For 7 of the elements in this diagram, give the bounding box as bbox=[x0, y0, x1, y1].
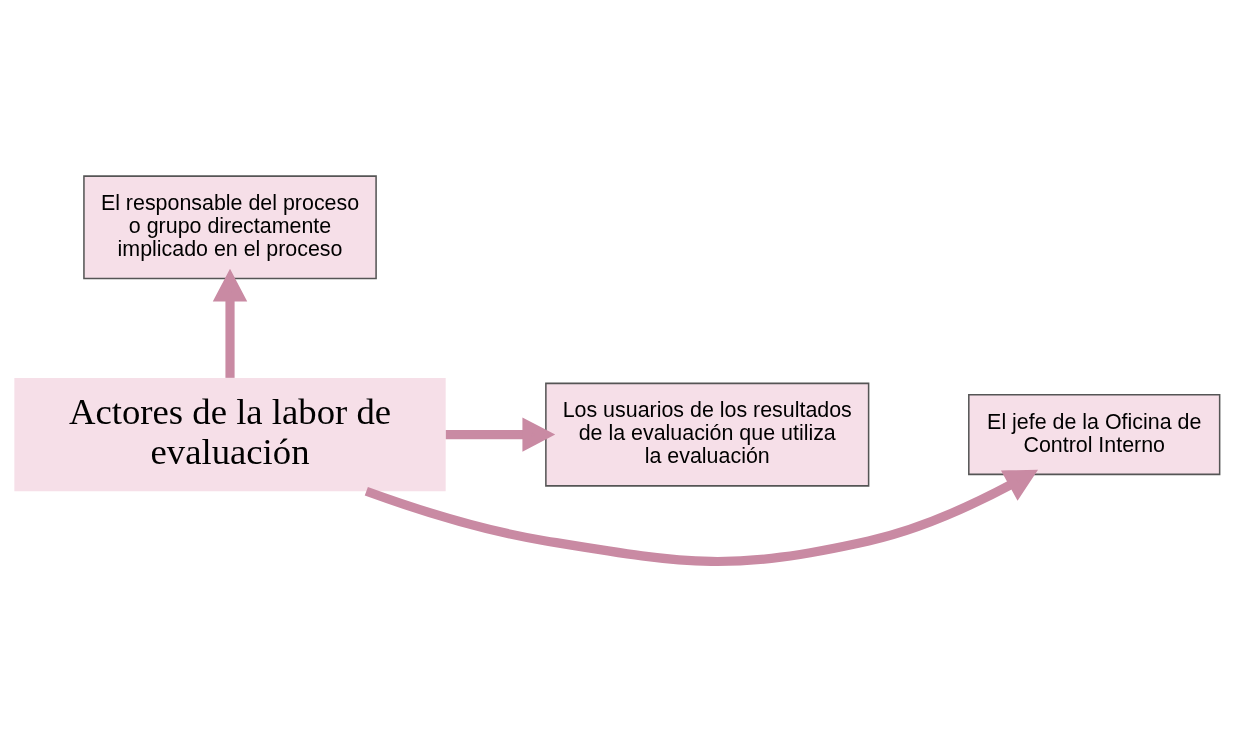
node-box: El responsable del proceso o grupo directamente implicado en el proceso bbox=[83, 174, 377, 279]
arrow bbox=[212, 268, 248, 378]
node-box: Actores de la labor de evaluación bbox=[14, 377, 446, 491]
node-box: Los usuarios de los resultados de la evaluación que utiliza la evaluación bbox=[545, 382, 870, 487]
node-box: El jefe de la Oficina de Control Interno bbox=[968, 393, 1221, 475]
arrow bbox=[445, 416, 556, 452]
arrow bbox=[364, 469, 1039, 566]
